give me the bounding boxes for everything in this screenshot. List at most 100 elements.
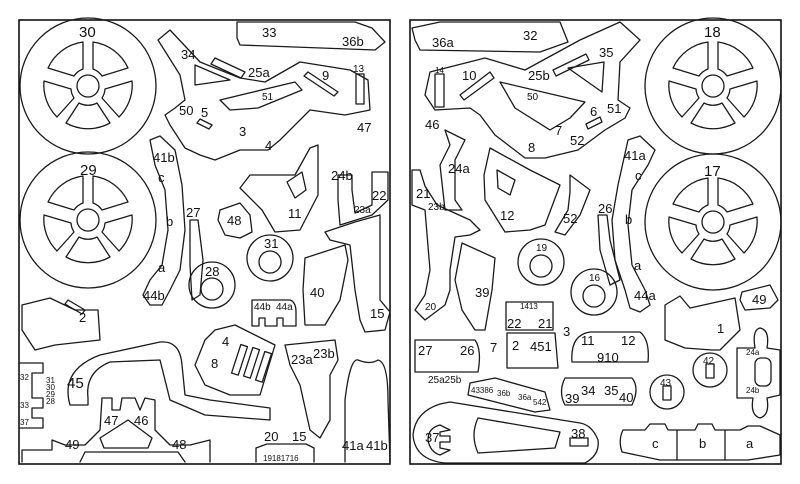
label-42: 42 xyxy=(703,356,715,367)
piece-1 xyxy=(664,295,741,351)
label-22: 22 xyxy=(507,316,521,331)
slot xyxy=(585,116,603,130)
wheel-29 xyxy=(19,151,157,289)
wheel-17-label: 17 xyxy=(704,163,721,180)
label-9: 9 xyxy=(322,68,329,83)
right-sheet: 18 17 36a 32 35 25b 10 14 50 6 51 7 xyxy=(409,17,782,465)
slot xyxy=(434,73,445,108)
label-13: 13 xyxy=(353,64,365,75)
label-39-b: 39 xyxy=(565,391,579,406)
label-1: 1 xyxy=(717,321,724,336)
label-26: 26 xyxy=(598,201,612,216)
label-3: 3 xyxy=(563,324,570,339)
label-4b: 4 xyxy=(222,334,229,349)
label-6: 6 xyxy=(590,104,597,119)
piece-27-26 xyxy=(414,339,481,373)
ring-28-label: 28 xyxy=(205,264,219,279)
label-23a: 23a xyxy=(354,205,371,216)
label-b: b xyxy=(166,214,173,229)
piece-26 xyxy=(597,214,621,286)
chain-guard-37-38 xyxy=(412,401,599,464)
slot xyxy=(254,350,273,383)
label-2: 2 xyxy=(512,338,519,353)
label-15: 15 xyxy=(370,306,384,321)
strip-33-36b xyxy=(236,21,386,51)
label-8: 8 xyxy=(528,140,535,155)
wheel-29-label: 29 xyxy=(80,162,97,179)
label-23b: 23b xyxy=(313,346,335,361)
label-34: 34 xyxy=(581,383,595,398)
ring-16 xyxy=(570,268,618,316)
label-35-b: 35 xyxy=(604,383,618,398)
piece-40 xyxy=(302,244,349,326)
label-49: 49 xyxy=(752,292,766,307)
label-40: 40 xyxy=(310,285,324,300)
label-22: 22 xyxy=(372,188,386,203)
piece-52 xyxy=(554,174,591,236)
piece-20-15 xyxy=(255,443,315,463)
label-23b: 23b xyxy=(428,202,445,213)
label-20: 20 xyxy=(425,302,437,313)
label-43: 43 xyxy=(660,378,672,389)
label-4: 4 xyxy=(265,138,272,153)
piece-48 xyxy=(217,202,253,239)
label-1413: 1413 xyxy=(520,302,538,311)
label-c: c xyxy=(158,170,165,185)
label-5: 5 xyxy=(201,105,208,120)
piece-24b-22 xyxy=(337,171,389,226)
label-7-b: 7 xyxy=(490,340,497,355)
label-11: 11 xyxy=(288,206,302,221)
piece-12 xyxy=(483,147,561,233)
label-24a: 24a xyxy=(448,161,470,176)
wheel-30 xyxy=(19,17,157,155)
slot xyxy=(754,357,772,387)
label-48: 48 xyxy=(227,213,241,228)
label-27: 27 xyxy=(418,343,432,358)
wheel-30-label: 30 xyxy=(79,24,96,41)
label-32: 32 xyxy=(20,373,29,382)
arm-41b xyxy=(142,135,186,306)
label-43386: 43386 xyxy=(471,386,494,395)
label-37: 37 xyxy=(425,430,439,445)
triangle-cutout xyxy=(194,64,231,86)
triangle-cutout xyxy=(567,61,605,93)
label-46: 46 xyxy=(425,117,439,132)
slot xyxy=(552,53,590,77)
piece-4-8 xyxy=(194,324,276,396)
piece-2 xyxy=(21,297,101,351)
piece-36-strip xyxy=(467,377,551,413)
label-910: 910 xyxy=(597,350,619,365)
piece-1413-22-21 xyxy=(505,301,554,331)
label-a: a xyxy=(634,258,642,273)
piece-41a-41b xyxy=(344,359,391,463)
label-25a: 25a xyxy=(248,65,270,80)
label-b: b xyxy=(625,212,632,227)
label-33-small: 33 xyxy=(20,401,29,410)
label-15-b: 15 xyxy=(292,429,306,444)
piece-23a-23b xyxy=(284,339,339,439)
piece-49 xyxy=(739,284,779,311)
piece-15 xyxy=(324,214,391,333)
label-11: 11 xyxy=(581,333,595,348)
label-45: 45 xyxy=(67,375,84,392)
label-44a: 44a xyxy=(634,288,656,303)
frame-piece-right xyxy=(424,21,641,159)
label-27: 27 xyxy=(186,205,200,220)
piece-11-12-910 xyxy=(571,331,649,363)
slot xyxy=(303,71,339,97)
label-28-small: 28 xyxy=(46,397,55,406)
slot xyxy=(230,343,249,376)
slot xyxy=(242,346,261,379)
label-24b: 24b xyxy=(331,168,353,183)
label-3: 3 xyxy=(239,124,246,139)
label-24b: 24b xyxy=(746,386,760,395)
label-41b: 41b xyxy=(153,150,175,165)
label-26-b: 26 xyxy=(460,343,474,358)
ring-19 xyxy=(517,238,565,286)
label-23a-2: 23a xyxy=(291,352,313,367)
base-47-46 xyxy=(21,397,211,463)
label-24a-b: 24a xyxy=(746,348,760,357)
label-19181716: 19181716 xyxy=(263,454,299,463)
label-14: 14 xyxy=(435,66,444,75)
